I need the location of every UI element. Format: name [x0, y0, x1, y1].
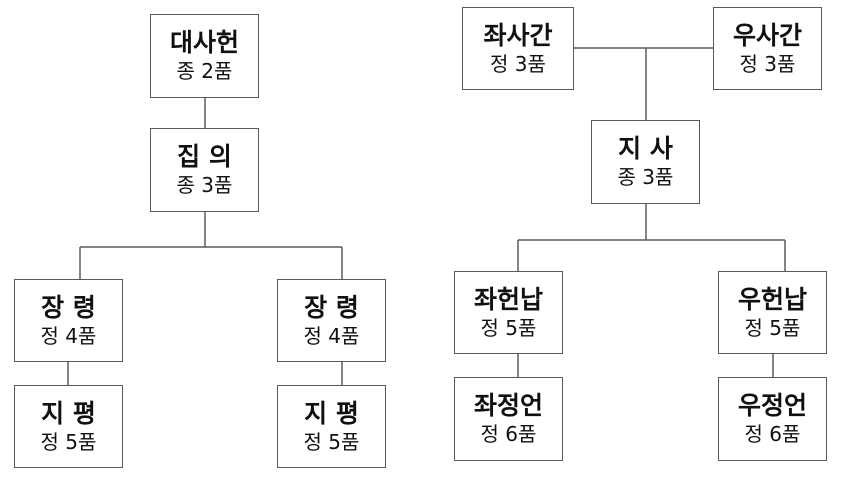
node-jwasagan: 좌사간 정 3품	[462, 7, 574, 90]
node-rank: 종 2품	[176, 59, 233, 83]
node-rank: 정 4품	[40, 323, 97, 348]
node-jipyeong-1: 지 평 정 5품	[14, 385, 123, 468]
node-rank: 정 4품	[303, 323, 360, 348]
node-title: 장 령	[41, 292, 96, 322]
node-jipyeong-2: 지 평 정 5품	[277, 385, 386, 468]
node-rank: 정 5품	[744, 315, 801, 340]
node-title: 우정언	[737, 391, 807, 420]
node-rank: 정 5품	[480, 315, 537, 340]
node-uheonnap: 우헌납 정 5품	[718, 271, 827, 354]
node-rank: 정 6품	[480, 422, 537, 446]
node-title: 지 평	[304, 398, 359, 428]
node-title: 대사헌	[169, 28, 239, 57]
node-jangryeong-1: 장 령 정 4품	[14, 279, 123, 362]
node-title: 우헌납	[737, 284, 807, 314]
node-title: 장 령	[304, 292, 359, 322]
node-title: 우사간	[732, 20, 802, 50]
node-jwaheonnap: 좌헌납 정 5품	[454, 271, 563, 354]
node-usagan: 우사간 정 3품	[713, 7, 822, 90]
node-daesaheon: 대사헌 종 2품	[150, 14, 259, 98]
node-jangryeong-2: 장 령 정 4품	[277, 279, 386, 362]
node-title: 지 평	[41, 398, 96, 428]
node-title: 좌헌납	[473, 284, 543, 314]
node-jisa: 지 사 종 3품	[591, 120, 700, 204]
node-ujeongeon: 우정언 정 6품	[718, 377, 827, 461]
node-rank: 정 3품	[739, 51, 796, 76]
node-jipui: 집 의 종 3품	[150, 128, 259, 212]
node-rank: 정 3품	[490, 51, 546, 76]
node-rank: 종 3품	[176, 173, 233, 197]
node-jwajeongeon: 좌정언 정 6품	[454, 377, 563, 461]
node-rank: 종 3품	[617, 165, 674, 189]
node-rank: 정 5품	[40, 429, 97, 454]
node-title: 집 의	[177, 142, 232, 171]
node-rank: 정 6품	[744, 422, 801, 446]
node-title: 지 사	[618, 134, 673, 163]
node-title: 좌사간	[483, 20, 553, 50]
node-title: 좌정언	[473, 391, 543, 420]
node-rank: 정 5품	[303, 429, 360, 454]
